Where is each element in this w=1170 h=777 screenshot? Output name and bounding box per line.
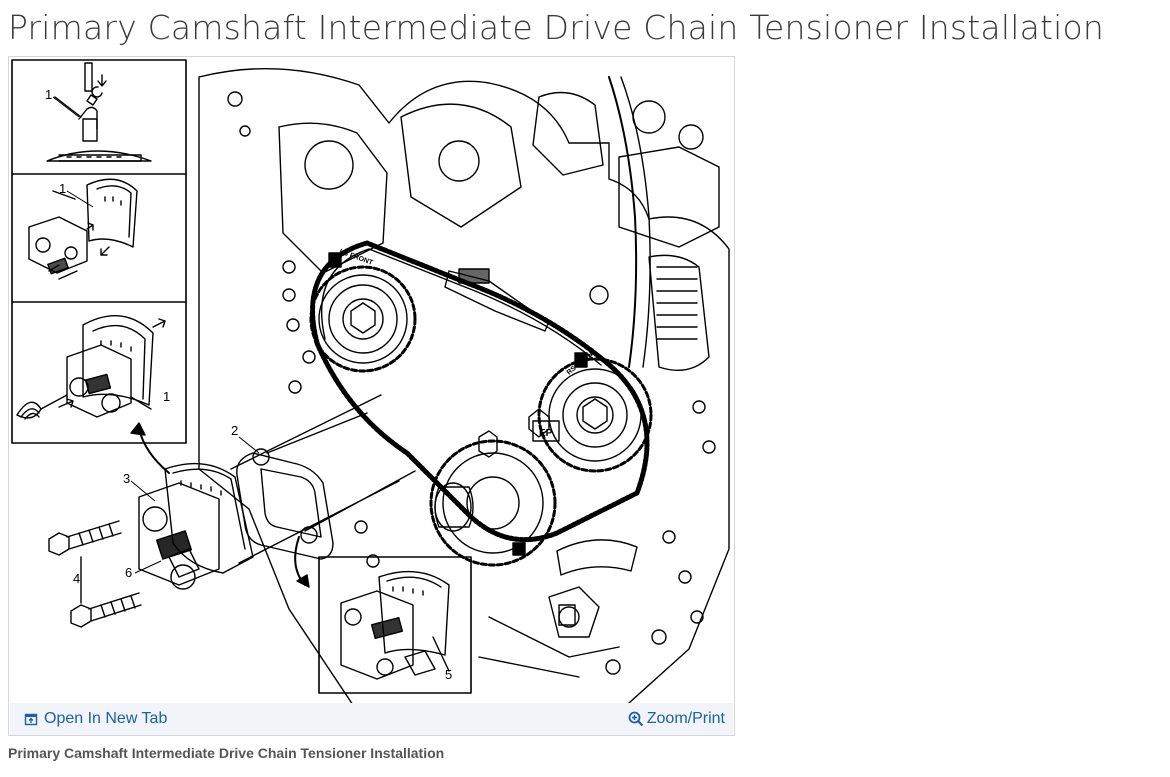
figure-caption: Primary Camshaft Intermediate Drive Chai… [8, 745, 445, 761]
open-in-new-tab-icon [24, 713, 38, 726]
open-in-new-tab-link[interactable]: Open In New Tab [24, 710, 167, 728]
engine-block [198, 68, 730, 703]
ep-label-box [532, 420, 560, 442]
right-camshaft-sprocket [537, 357, 653, 473]
tensioner-gasket [236, 448, 334, 560]
upper-chain-guide [444, 270, 550, 332]
callout-3: 3 [123, 471, 130, 486]
curved-arrow-up [138, 428, 170, 474]
callout-1-bottom: 1 [163, 389, 170, 404]
callout-5: 5 [445, 667, 452, 682]
callout-6: 6 [125, 565, 132, 580]
intermediate-sprocket [429, 408, 557, 567]
left-camshaft-sprocket [309, 265, 417, 373]
tensioner-bolt-lower [70, 592, 142, 628]
stamp-ls-front: LS FRONT [338, 248, 374, 267]
callout-1-middle: 1 [59, 181, 66, 196]
callout-4: 4 [73, 571, 80, 586]
page-title: Primary Camshaft Intermediate Drive Chai… [8, 8, 1104, 47]
callout-2: 2 [231, 423, 238, 438]
zoom-print-label: Zoom/Print [646, 710, 725, 727]
stamp-rs-front: RS FRONT [566, 348, 598, 377]
lower-inset-panel [318, 556, 472, 694]
timing-chain [310, 240, 650, 543]
figure-frame: LS FRONT RS FRONT EP [8, 56, 735, 736]
open-in-new-tab-label: Open In New Tab [44, 710, 168, 727]
tensioner-installation-diagram[interactable]: LS FRONT RS FRONT EP [9, 57, 734, 703]
figure-toolbar: Open In New Tab Zoom/Print [10, 703, 733, 735]
chain-tensioner-assembly [138, 462, 254, 590]
svg-text:EP: EP [539, 428, 553, 439]
magnifier-plus-icon [628, 711, 644, 727]
zoom-print-link[interactable]: Zoom/Print [628, 710, 725, 728]
tensioner-bolt-upper [48, 520, 122, 556]
callout-1-top: 1 [45, 87, 52, 102]
inset-panel-group [11, 59, 187, 444]
